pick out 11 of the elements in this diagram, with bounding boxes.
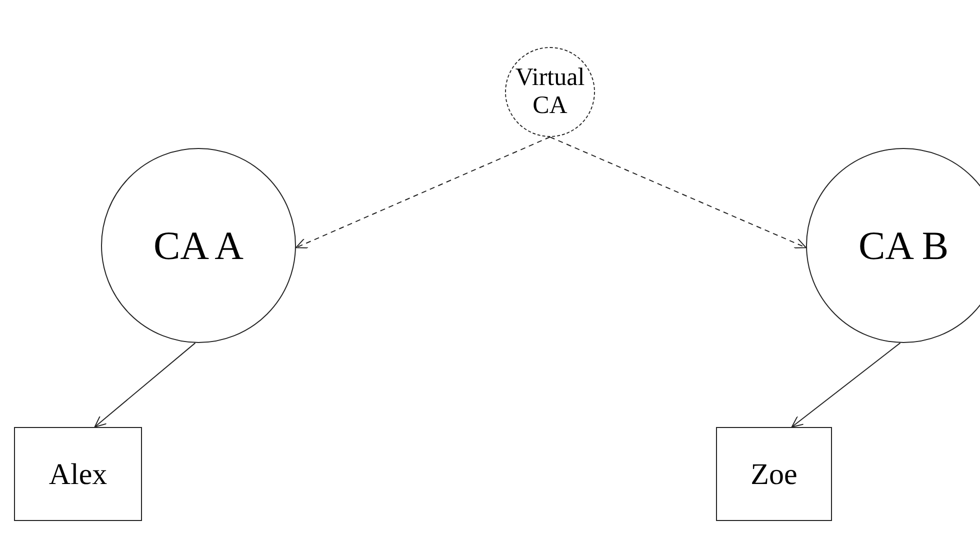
node-label: Virtual CA	[514, 64, 586, 120]
node-label: CA B	[858, 222, 949, 270]
arrow	[295, 136, 550, 248]
square-node	[716, 427, 832, 521]
node-label: Zoe	[750, 456, 798, 492]
square-node	[14, 427, 142, 521]
arrow	[791, 342, 901, 428]
node-label: CA A	[153, 222, 244, 270]
arrow	[94, 342, 196, 428]
node-label: Alex	[48, 456, 108, 492]
arrow	[550, 136, 807, 248]
